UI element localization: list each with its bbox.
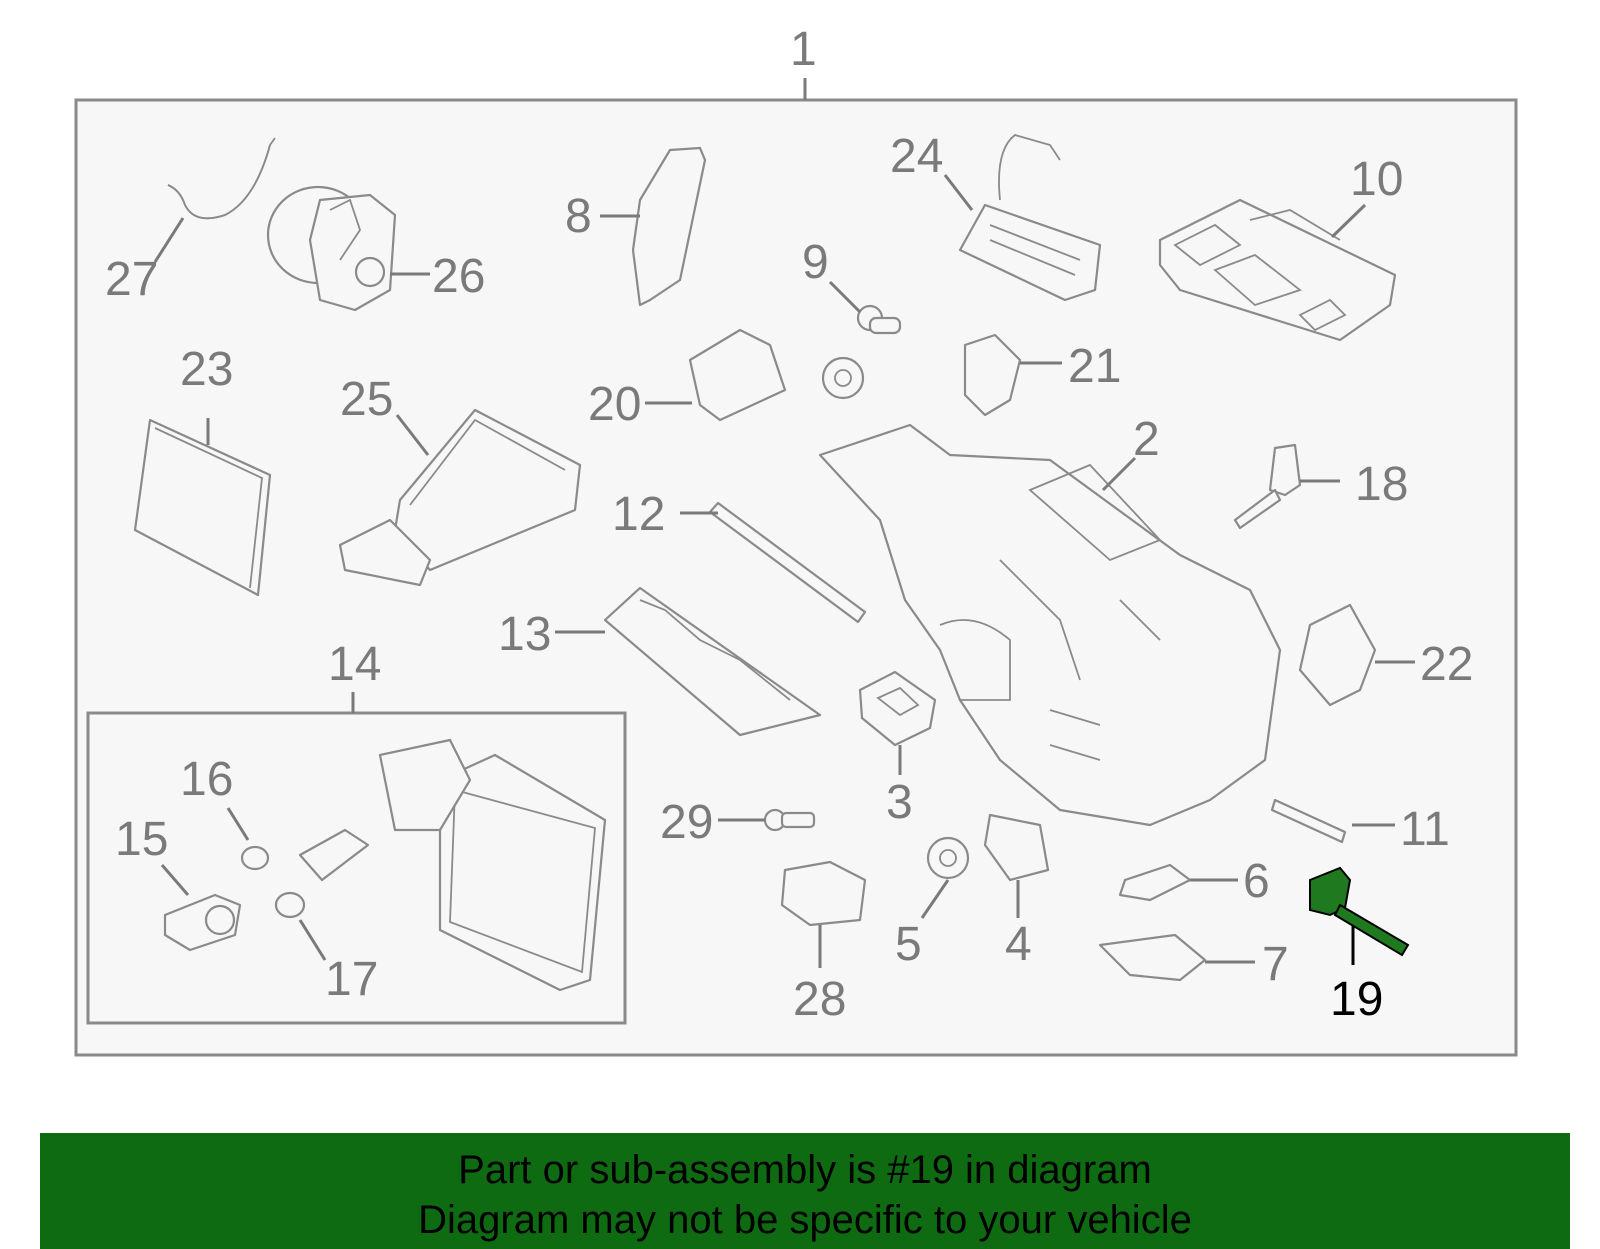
part-17-o-ring[interactable] bbox=[274, 891, 306, 919]
label-16: 16 bbox=[180, 753, 233, 806]
part-9-nut[interactable] bbox=[821, 356, 865, 400]
part-15-expansion-valve[interactable] bbox=[163, 893, 242, 952]
part-21-actuator[interactable] bbox=[963, 333, 1022, 417]
part-11-seal[interactable] bbox=[1270, 798, 1347, 844]
label-5: 5 bbox=[895, 918, 922, 971]
label-9: 9 bbox=[802, 236, 829, 289]
label-22: 22 bbox=[1420, 638, 1473, 691]
label-26: 26 bbox=[432, 250, 485, 303]
part-28-connector[interactable] bbox=[780, 860, 867, 927]
label-25: 25 bbox=[340, 373, 393, 426]
label-6: 6 bbox=[1243, 855, 1270, 908]
label-28: 28 bbox=[793, 973, 846, 1026]
banner-line-1: Part or sub-assembly is #19 in diagram bbox=[458, 1148, 1152, 1192]
part-16-o-ring[interactable] bbox=[240, 845, 270, 871]
label-2: 2 bbox=[1133, 413, 1160, 466]
banner-line-2: Diagram may not be specific to your vehi… bbox=[418, 1198, 1192, 1242]
label-21: 21 bbox=[1068, 340, 1121, 393]
part-14-evaporator[interactable] bbox=[378, 738, 607, 992]
part-19-sensor-highlighted[interactable] bbox=[1309, 866, 1410, 957]
part-18-sensor[interactable] bbox=[1233, 443, 1302, 530]
part-26-blower-motor[interactable] bbox=[266, 185, 397, 312]
part-7-duct[interactable] bbox=[1098, 933, 1207, 982]
label-29: 29 bbox=[660, 796, 713, 849]
part-5-nut[interactable] bbox=[926, 836, 970, 880]
label-1: 1 bbox=[790, 23, 817, 76]
label-15: 15 bbox=[115, 813, 168, 866]
label-10: 10 bbox=[1350, 153, 1403, 206]
part-4-bracket[interactable] bbox=[983, 813, 1050, 882]
info-banner: Part or sub-assembly is #19 in diagram D… bbox=[40, 1133, 1570, 1249]
label-23: 23 bbox=[180, 343, 233, 396]
label-8: 8 bbox=[565, 190, 592, 243]
part-24-harness[interactable] bbox=[958, 134, 1102, 302]
label-24: 24 bbox=[890, 130, 943, 183]
part-14-fitting bbox=[298, 828, 370, 882]
label-4: 4 bbox=[1005, 918, 1032, 971]
part-29-bolt[interactable] bbox=[763, 808, 816, 832]
part-6-clip[interactable] bbox=[1118, 863, 1192, 902]
part-9-bolt[interactable] bbox=[856, 304, 902, 335]
label-17: 17 bbox=[325, 953, 378, 1006]
label-27: 27 bbox=[105, 253, 158, 306]
label-20: 20 bbox=[588, 378, 641, 431]
label-18: 18 bbox=[1355, 458, 1408, 511]
part-2-heater-case[interactable] bbox=[818, 423, 1282, 827]
part-20-actuator[interactable] bbox=[688, 328, 787, 422]
label-12: 12 bbox=[612, 488, 665, 541]
part-3-grommet[interactable] bbox=[858, 670, 937, 747]
part-10-panel[interactable] bbox=[1158, 198, 1397, 342]
label-3: 3 bbox=[886, 776, 913, 829]
part-22-actuator[interactable] bbox=[1298, 603, 1377, 707]
label-13: 13 bbox=[498, 608, 551, 661]
label-11: 11 bbox=[1400, 803, 1450, 856]
part-12-seal-strip[interactable] bbox=[708, 501, 867, 624]
part-13-door[interactable] bbox=[603, 586, 822, 737]
label-14: 14 bbox=[328, 638, 381, 691]
label-19: 19 bbox=[1330, 973, 1383, 1026]
label-7: 7 bbox=[1262, 938, 1289, 991]
part-23-cabin-filter[interactable] bbox=[133, 418, 272, 597]
part-25-heater-core[interactable] bbox=[338, 408, 582, 587]
